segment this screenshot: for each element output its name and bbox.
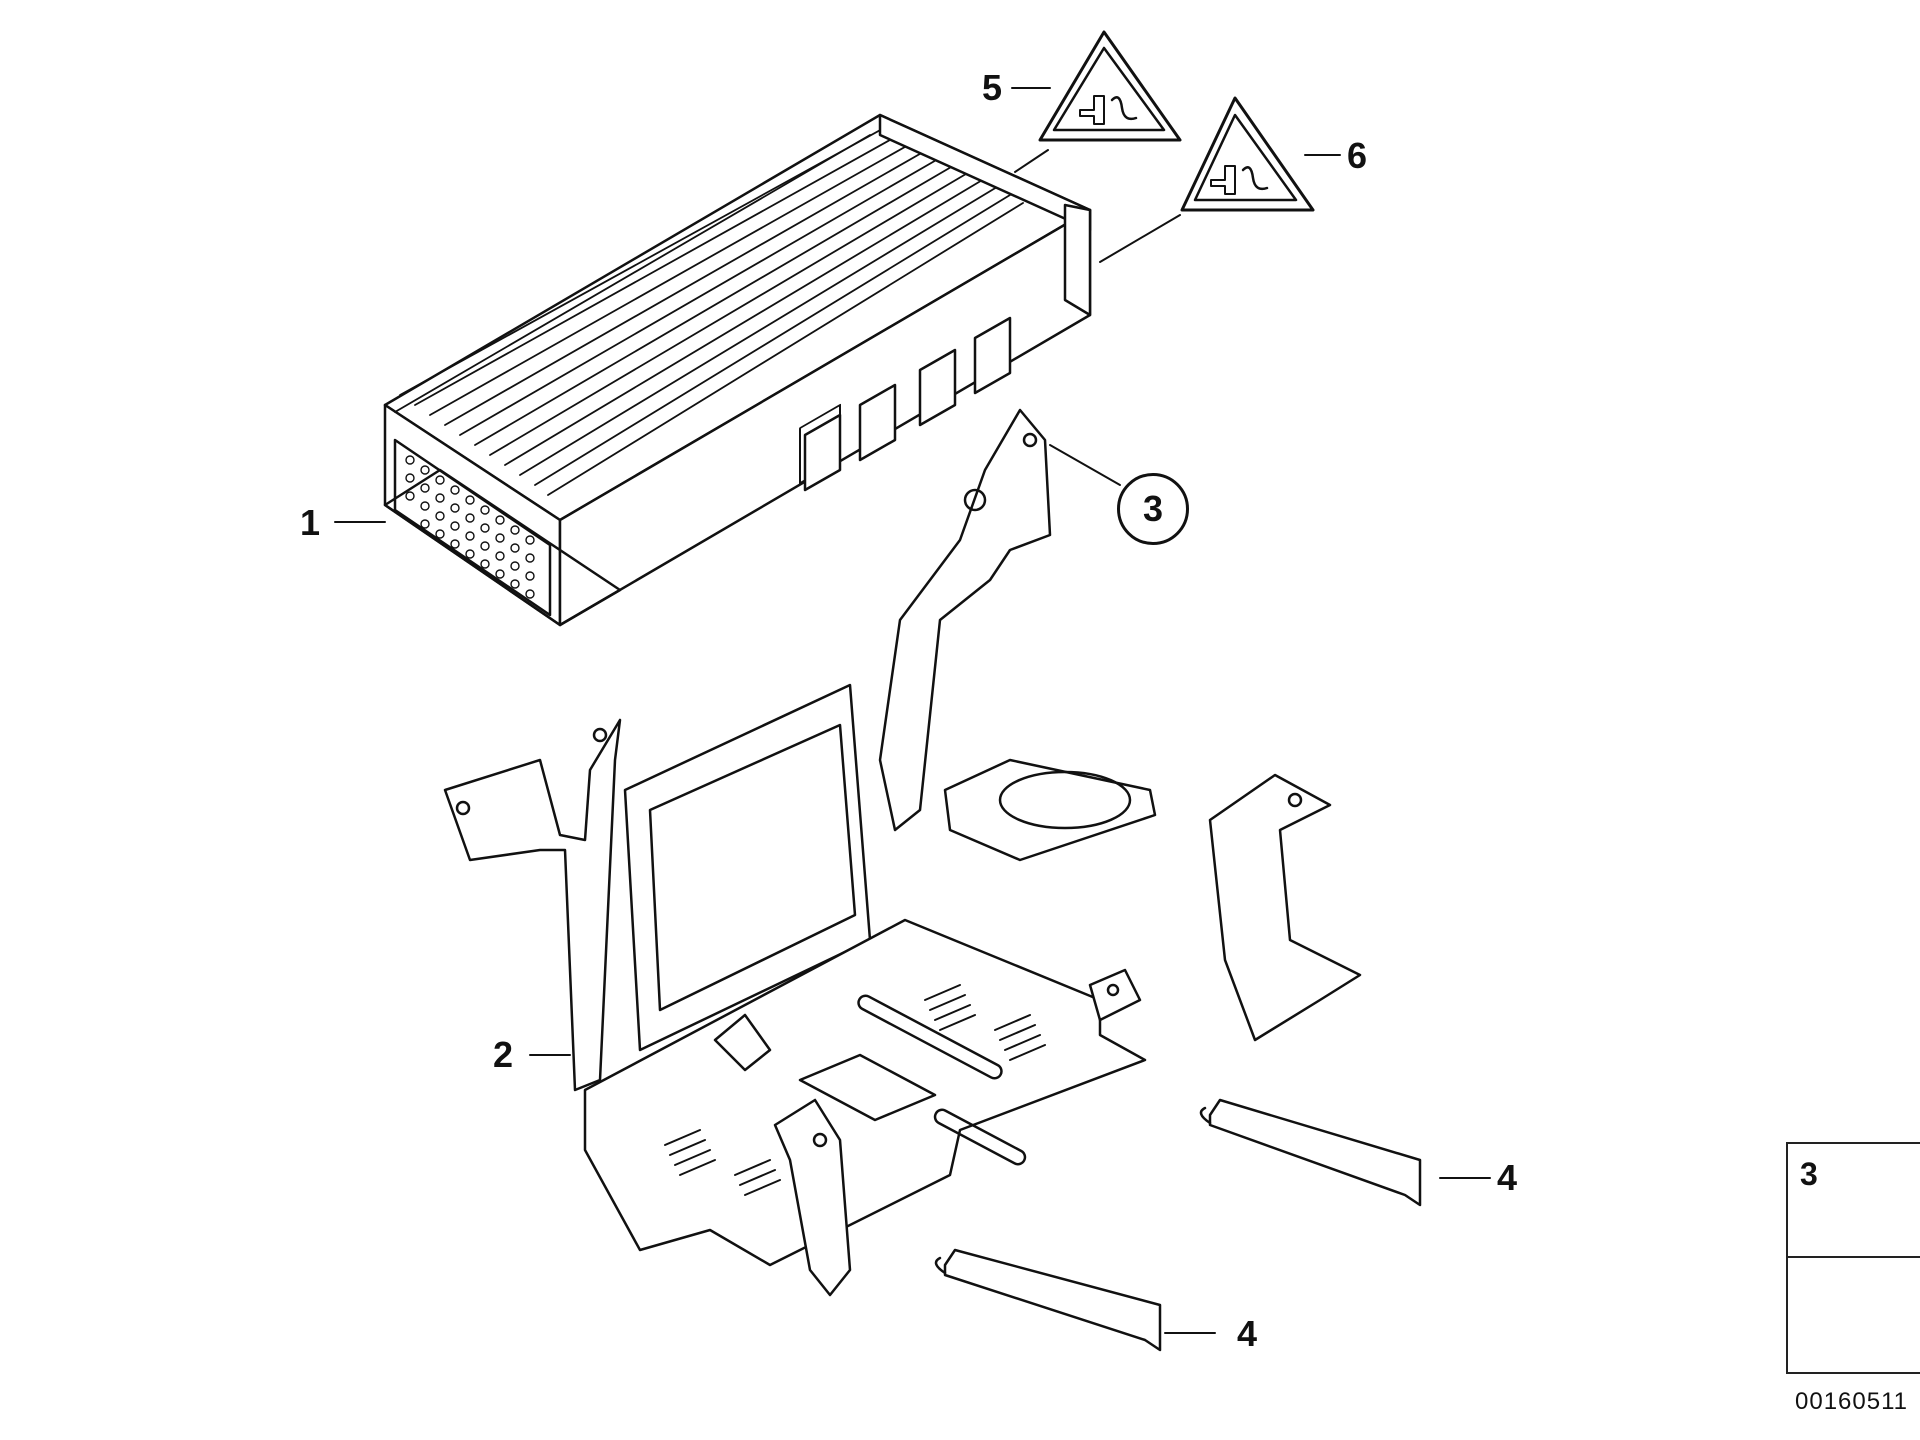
callout-part-6: 6 bbox=[1347, 135, 1368, 176]
diagram-code: 00160511 bbox=[1795, 1388, 1908, 1415]
callout-part-4-upper: 4 bbox=[1497, 1157, 1518, 1198]
callout-part-4-lower: 4 bbox=[1237, 1313, 1258, 1354]
legend-part-number: 3 bbox=[1800, 1156, 1818, 1192]
legend-box: 3 bbox=[1786, 1142, 1920, 1374]
callout-part-2: 2 bbox=[493, 1034, 514, 1075]
amplifier-unit bbox=[383, 113, 1092, 627]
legend-divider bbox=[1788, 1256, 1920, 1258]
callout-part-5: 5 bbox=[982, 67, 1003, 108]
callout-part-3-circled: 3 bbox=[1117, 473, 1189, 545]
leader-lines bbox=[334, 87, 1491, 1334]
strap-upper bbox=[1199, 1098, 1422, 1207]
mesh-grille bbox=[405, 455, 535, 599]
strap-lower bbox=[934, 1248, 1162, 1352]
callout-part-1: 1 bbox=[300, 502, 321, 543]
warning-label-5 bbox=[1038, 30, 1182, 142]
warning-label-6 bbox=[1180, 96, 1315, 212]
mounting-bracket bbox=[443, 408, 1362, 1297]
